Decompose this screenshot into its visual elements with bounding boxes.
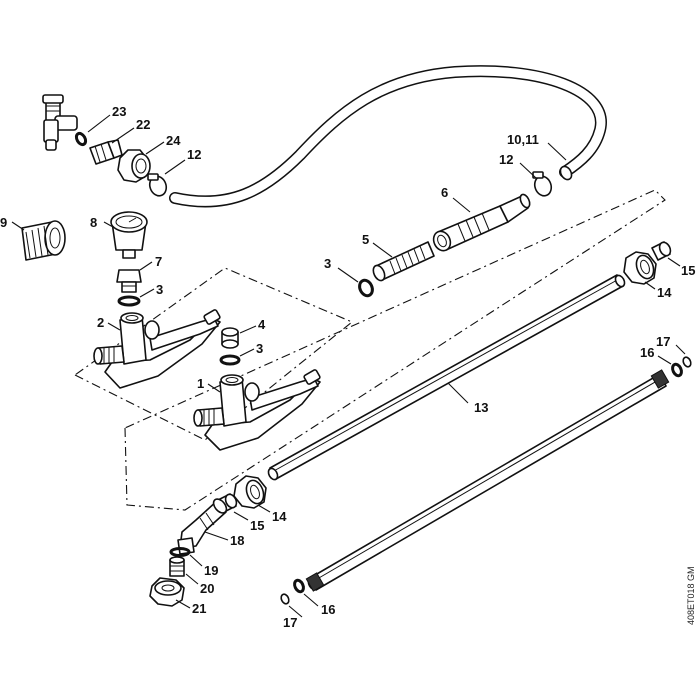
diagram-code: 408ET018 GM — [686, 566, 696, 625]
part-17-oring-lower[interactable] — [280, 593, 291, 605]
label-3-right: 3 — [324, 256, 331, 271]
part-1-valve[interactable] — [193, 369, 321, 451]
part-3-oring-middle[interactable] — [219, 354, 241, 366]
part-14-union-nut-left[interactable] — [233, 475, 267, 509]
part-18-elbow[interactable] — [177, 497, 229, 555]
part-9-filter[interactable] — [21, 220, 66, 261]
label-3-upper: 3 — [156, 282, 163, 297]
assembly-outline-small — [73, 267, 354, 441]
hose[interactable] — [169, 65, 607, 208]
label-15-right: 15 — [681, 263, 695, 278]
label-17-upper: 17 — [656, 334, 670, 349]
part-22-hose-nipple[interactable] — [89, 139, 123, 165]
part-21-nozzle-nut[interactable] — [149, 577, 185, 607]
part-23-tee-fitting[interactable] — [42, 94, 78, 151]
label-22: 22 — [136, 117, 150, 132]
label-10-11: 10,11 — [507, 132, 539, 147]
label-5: 5 — [362, 232, 369, 247]
label-23: 23 — [112, 104, 126, 119]
part-3-oring-upper[interactable] — [117, 295, 141, 307]
part-17-oring-upper[interactable] — [682, 356, 693, 368]
label-24: 24 — [166, 133, 181, 148]
label-7: 7 — [155, 254, 162, 269]
label-12-left: 12 — [187, 147, 201, 162]
part-13-spray-tube[interactable] — [267, 274, 627, 481]
label-1: 1 — [197, 376, 204, 391]
label-18: 18 — [230, 533, 244, 548]
label-2: 2 — [97, 315, 104, 330]
part-5-filter-insert[interactable] — [371, 241, 435, 282]
part-4-plug[interactable] — [221, 327, 239, 349]
part-24-union-nut[interactable] — [117, 149, 151, 183]
part-19-oring[interactable] — [169, 547, 191, 557]
label-16-lower: 16 — [321, 602, 335, 617]
part-7-reducing-nipple[interactable] — [116, 269, 142, 293]
label-6: 6 — [441, 185, 448, 200]
label-19: 19 — [204, 563, 218, 578]
part-3-oring-right[interactable] — [357, 278, 375, 298]
label-20: 20 — [200, 581, 214, 596]
label-9: 9 — [0, 215, 7, 230]
label-12-right: 12 — [499, 152, 513, 167]
label-16-upper: 16 — [640, 345, 654, 360]
label-3-middle: 3 — [256, 341, 263, 356]
label-21: 21 — [192, 601, 206, 616]
label-17-lower: 17 — [283, 615, 297, 630]
label-14-right: 14 — [657, 285, 672, 300]
part-23-oring[interactable] — [74, 131, 88, 147]
part-16-oring-upper[interactable] — [671, 362, 683, 378]
part-15-sleeve-right[interactable] — [651, 241, 672, 261]
part-12-hose-clamp-left[interactable] — [147, 173, 169, 198]
part-8-pressure-gauge[interactable] — [110, 211, 148, 259]
part-16-oring-lower[interactable] — [293, 578, 305, 594]
label-13: 13 — [474, 400, 488, 415]
part-2-valve[interactable] — [93, 309, 221, 389]
part-12-hose-clamp-right[interactable] — [532, 171, 554, 198]
label-15-left: 15 — [250, 518, 264, 533]
label-8: 8 — [90, 215, 97, 230]
part-20-nozzle[interactable] — [169, 556, 185, 577]
part-6-coupling[interactable] — [431, 193, 532, 253]
label-4: 4 — [258, 317, 266, 332]
spray-tube-lower[interactable] — [305, 369, 670, 592]
assembly-outline-large — [124, 189, 666, 511]
label-14-left: 14 — [272, 509, 287, 524]
part-14-union-nut-right[interactable] — [623, 251, 657, 285]
